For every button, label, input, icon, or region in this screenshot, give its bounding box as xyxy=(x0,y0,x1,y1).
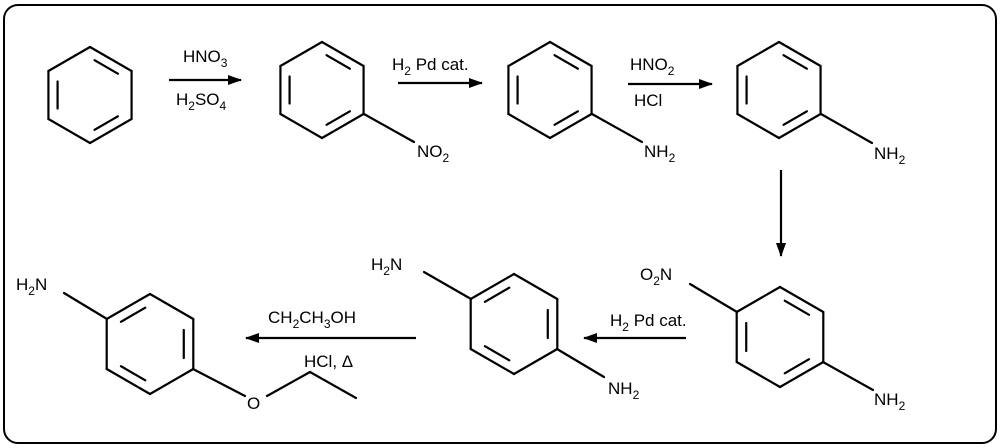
p-phenylenediamine-molecule: H2N NH2 xyxy=(371,255,640,402)
ring-double-bond xyxy=(325,54,351,70)
p-nitroaniline-ring xyxy=(735,285,825,389)
ring-double-bond xyxy=(782,54,808,70)
ring-bond xyxy=(320,112,365,140)
reaction-arrow-step2: H2 Pd cat. xyxy=(392,55,483,88)
c-n-bond-bottom xyxy=(555,347,606,379)
ring-double-bond xyxy=(483,286,511,303)
ch2-ch3-bond xyxy=(308,370,358,400)
reagent-bottom: H2SO4 xyxy=(176,90,227,113)
ring-bond xyxy=(512,347,559,376)
c-n-bond xyxy=(362,112,416,144)
ring-bond xyxy=(148,367,195,396)
ring-double-bond xyxy=(553,110,579,126)
reagent-top: H2 Pd cat. xyxy=(610,311,687,334)
o-ch2-bond xyxy=(265,370,312,398)
ring-double-bond xyxy=(553,54,579,70)
ring-bond xyxy=(469,272,516,301)
reagent-top: HNO2 xyxy=(630,55,675,78)
ring-bond xyxy=(279,40,324,68)
reagent-top: HNO3 xyxy=(183,47,228,70)
ring-double-bond xyxy=(782,110,808,126)
aniline-ring-1 xyxy=(507,40,593,140)
ring-bond xyxy=(88,45,133,73)
reaction-arrow-step6: CH2CH3OH HCl, Δ xyxy=(245,308,416,371)
aniline-molecule-1: NH2 xyxy=(507,40,676,165)
p-ethoxyaniline-molecule: H2N O xyxy=(16,275,358,413)
amino-group-label-bottom: NH2 xyxy=(608,379,640,402)
ring-double-bond xyxy=(483,345,511,362)
c-n-bond-bottom xyxy=(821,360,875,392)
ring-bond xyxy=(105,367,152,396)
ring-bond xyxy=(507,40,552,68)
reaction-arrow-step5: H2 Pd cat. xyxy=(583,311,687,343)
ring-bond xyxy=(507,112,552,140)
ring-double-bond xyxy=(325,110,351,126)
ring-bond xyxy=(320,40,365,68)
ring-bond xyxy=(778,360,825,389)
aniline-ring-2 xyxy=(736,40,822,140)
ether-oxygen-label: O xyxy=(247,394,260,413)
nitro-group-label: O2N xyxy=(640,265,672,288)
amino-group-label: NH2 xyxy=(874,144,906,167)
reagent-top: H2 Pd cat. xyxy=(392,55,469,78)
ring-bond xyxy=(735,360,782,389)
amino-group-label: NH2 xyxy=(874,390,906,413)
nitrobenzene-molecule: NO2 xyxy=(279,40,450,165)
reagent-bottom: HCl, Δ xyxy=(304,352,353,371)
ring-bond xyxy=(736,112,781,140)
c-n-bond xyxy=(819,112,874,145)
ring-bond xyxy=(88,117,133,145)
ring-double-bond xyxy=(119,306,147,323)
ring-bond xyxy=(548,40,593,68)
ring-double-bond xyxy=(93,115,119,131)
ring-bond xyxy=(778,285,825,314)
amino-group-label: H2N xyxy=(16,275,47,298)
ring-bond xyxy=(777,40,822,68)
nitro-group-label: NO2 xyxy=(417,142,450,165)
ring-double-bond xyxy=(119,365,147,382)
ring-double-bond xyxy=(93,59,119,75)
ring-bond xyxy=(548,112,593,140)
ring-bond xyxy=(735,285,782,314)
ring-bond xyxy=(47,117,92,145)
ring-double-bond xyxy=(783,299,811,316)
reaction-arrow-step1: HNO3 H2SO4 xyxy=(169,47,242,113)
reagent-top: CH2CH3OH xyxy=(268,308,356,331)
ring-bond xyxy=(777,112,822,140)
ring-bond xyxy=(148,292,195,321)
c-n-bond-top xyxy=(688,282,739,314)
ring-bond xyxy=(47,45,92,73)
ring-bond xyxy=(105,292,152,321)
reagent-bottom: HCl xyxy=(634,91,662,110)
p-nitroaniline-molecule: O2N NH2 xyxy=(640,265,906,413)
ring-bond xyxy=(736,40,781,68)
amino-group-label-top: H2N xyxy=(371,255,402,278)
ring-bond xyxy=(469,347,516,376)
aniline-molecule-2: NH2 xyxy=(736,40,906,167)
reaction-arrow-step3: HNO2 HCl xyxy=(628,55,713,110)
scheme-frame xyxy=(3,4,997,444)
c-n-bond xyxy=(62,291,109,321)
benzene-molecule xyxy=(47,45,133,145)
amino-group-label: NH2 xyxy=(644,142,676,165)
ring-double-bond xyxy=(783,358,811,375)
p-ethoxyaniline-ring xyxy=(105,292,195,396)
c-o-bond xyxy=(191,367,247,398)
ring-bond xyxy=(279,112,324,140)
ring-bond xyxy=(512,272,559,301)
p-phenylenediamine-ring xyxy=(469,272,559,376)
c-n-bond xyxy=(590,112,644,144)
c-n-bond-top xyxy=(422,270,473,301)
nitrobenzene-ring xyxy=(279,40,365,140)
